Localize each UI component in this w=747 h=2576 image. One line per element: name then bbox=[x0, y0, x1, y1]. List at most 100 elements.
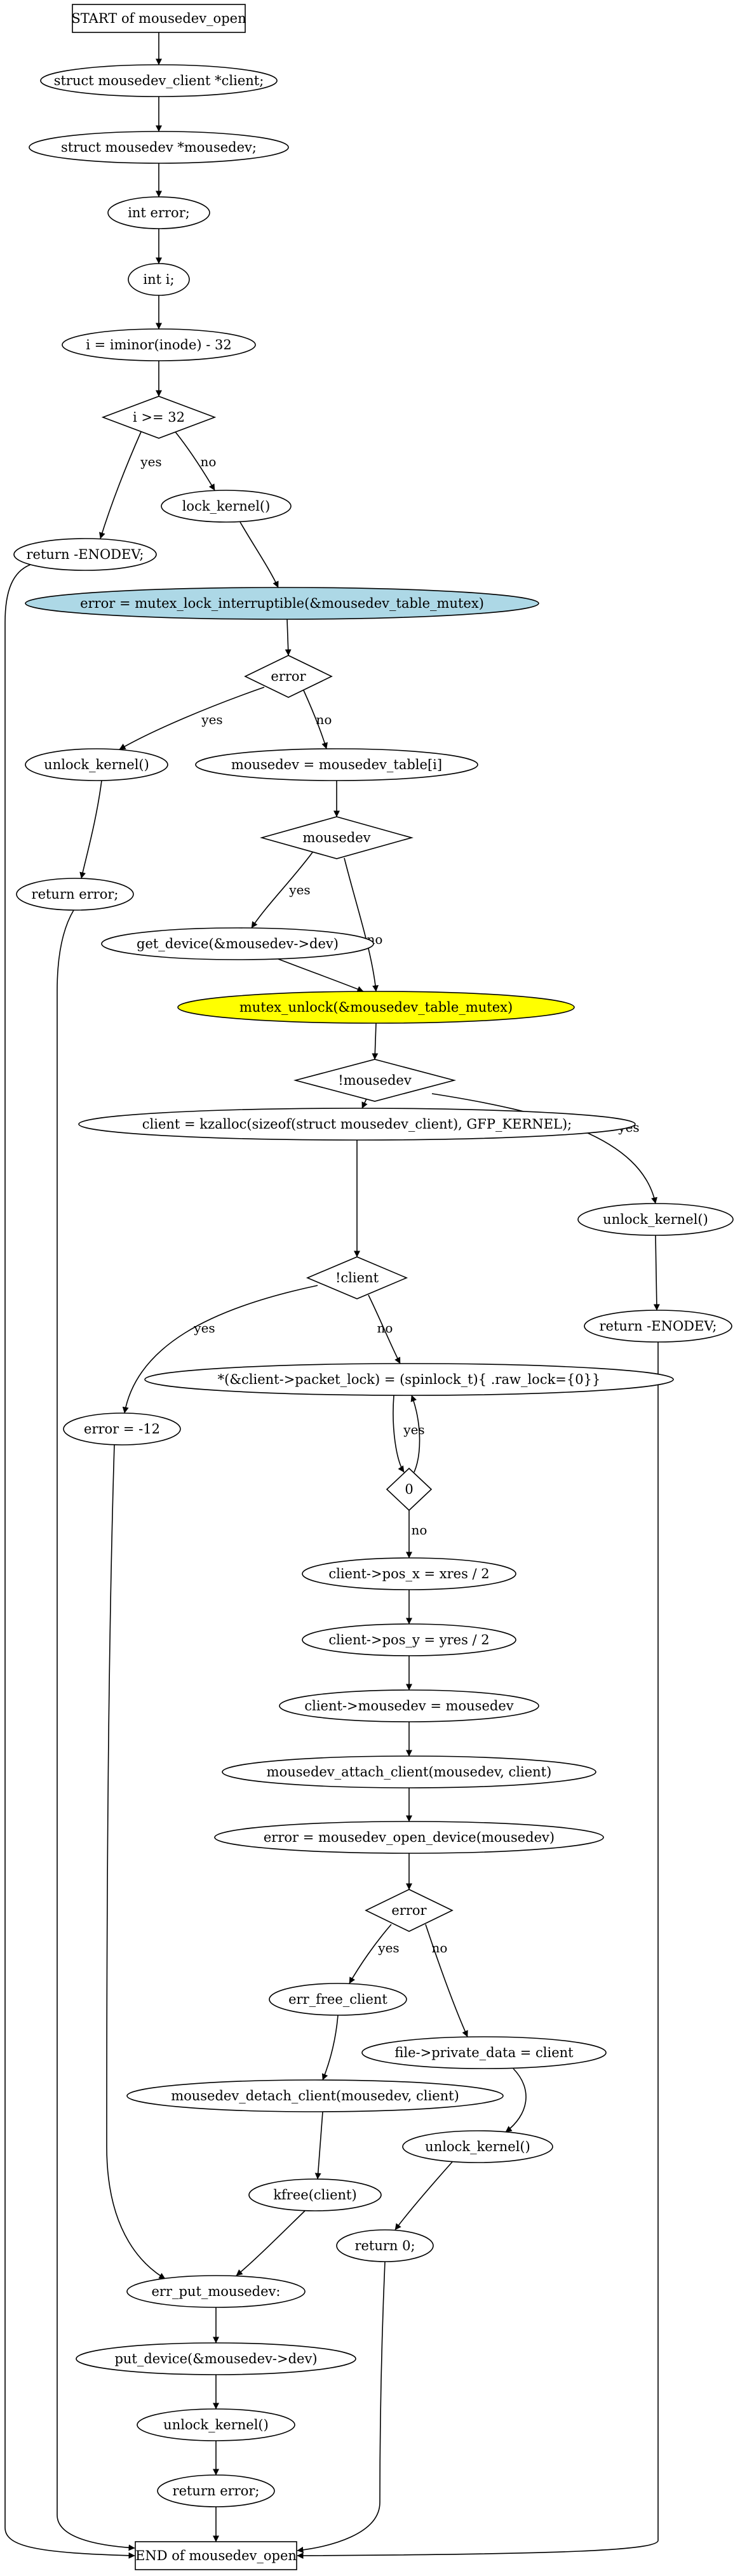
edge-return-enodev-2-to-end bbox=[297, 1342, 659, 2559]
edge-arrow bbox=[4, 564, 135, 2559]
edge-arrow bbox=[321, 2015, 339, 2081]
edge-arrow bbox=[368, 1294, 401, 1364]
decision-diamond-shape bbox=[386, 1467, 433, 1512]
statement-ellipse-shape bbox=[29, 131, 289, 164]
node-cond-not-client: !client bbox=[306, 1256, 408, 1299]
edge-mutex-lock-to-cond-error-1 bbox=[285, 619, 292, 656]
statement-ellipse-shape bbox=[302, 1557, 516, 1590]
node-unlock-kernel-1: unlock_kernel() bbox=[25, 748, 168, 781]
edge-arrow bbox=[57, 909, 135, 2551]
node-label: return -ENODEV; bbox=[600, 1318, 717, 1334]
statement-ellipse-shape bbox=[25, 587, 539, 620]
edge-arrow bbox=[239, 521, 279, 588]
edge-error-neg12-to-err-put-mousedev bbox=[106, 1444, 166, 2279]
node-err-put-mousedev: err_put_mousedev: bbox=[126, 2275, 306, 2308]
edge-cond-i-to-return-enodev-1: yes bbox=[99, 431, 162, 539]
statement-ellipse-shape bbox=[63, 1412, 181, 1446]
node-spinlock-init: *(&client->packet_lock) = (spinlock_t){ … bbox=[144, 1363, 674, 1396]
edge-label-yes: yes bbox=[140, 454, 161, 469]
statement-ellipse-shape bbox=[302, 1623, 516, 1656]
node-err-free-client: err_free_client bbox=[269, 1983, 407, 2016]
edge-label-yes: yes bbox=[403, 1422, 424, 1437]
edge-arrow bbox=[79, 780, 102, 879]
edge-arrow bbox=[122, 1285, 318, 1414]
node-end: END of mousedev_open bbox=[135, 2541, 297, 2570]
edge-arrow bbox=[393, 1395, 405, 1473]
statement-ellipse-shape bbox=[16, 878, 134, 911]
statement-ellipse-shape bbox=[76, 2342, 356, 2375]
box-node-shape bbox=[135, 2541, 297, 2570]
node-mutex-lock: error = mutex_lock_interruptible(&moused… bbox=[25, 587, 539, 620]
node-label: mousedev = mousedev_table[i] bbox=[231, 757, 442, 772]
node-assign-client-mousedev: client->mousedev = mousedev bbox=[279, 1689, 539, 1722]
edge-label-yes: yes bbox=[201, 712, 222, 727]
node-label: error = mousedev_open_device(mousedev) bbox=[264, 1830, 555, 1845]
statement-ellipse-shape bbox=[62, 328, 256, 361]
edge-spinlock-init-to-cond-zero bbox=[393, 1395, 405, 1473]
decision-diamond-shape bbox=[101, 396, 217, 439]
node-label: !client bbox=[335, 1270, 379, 1285]
node-label: kfree(client) bbox=[273, 2187, 356, 2203]
node-unlock-kernel-4: unlock_kernel() bbox=[137, 2408, 295, 2441]
statement-ellipse-shape bbox=[336, 2229, 434, 2262]
node-pos-x: client->pos_x = xres / 2 bbox=[302, 1557, 516, 1590]
node-label: error bbox=[391, 1903, 427, 1918]
edge-cond-not-client-to-spinlock-init: no bbox=[368, 1294, 401, 1364]
statement-ellipse-shape bbox=[222, 1755, 596, 1788]
statement-ellipse-shape bbox=[195, 748, 478, 781]
statement-ellipse-shape bbox=[361, 2036, 607, 2069]
node-detach-client: mousedev_detach_client(mousedev, client) bbox=[126, 2079, 504, 2112]
node-label: i = iminor(inode) - 32 bbox=[86, 337, 232, 352]
edge-label-yes: yes bbox=[193, 1320, 215, 1336]
edge-detach-client-to-kfree bbox=[314, 2111, 323, 2180]
edge-label-yes: yes bbox=[377, 1940, 399, 1955]
node-label: err_put_mousedev: bbox=[151, 2284, 280, 2299]
statement-ellipse-shape bbox=[128, 263, 190, 296]
node-lock-kernel-1: lock_kernel() bbox=[161, 490, 292, 523]
node-label: client = kzalloc(sizeof(struct mousedev_… bbox=[142, 1117, 572, 1132]
statement-ellipse-shape bbox=[40, 64, 278, 97]
edge-unlock-kernel-3-to-return-zero bbox=[394, 2161, 453, 2231]
statement-ellipse-shape bbox=[161, 490, 292, 523]
edge-arrow bbox=[505, 2068, 527, 2133]
node-label: return -ENODEV; bbox=[27, 547, 144, 562]
edge-arrow bbox=[349, 1924, 392, 1984]
node-label: mousedev_attach_client(mousedev, client) bbox=[267, 1764, 552, 1780]
node-label: return error; bbox=[173, 2483, 260, 2499]
edge-get-device-to-mutex-unlock bbox=[278, 958, 364, 993]
node-cond-zero: 0 bbox=[386, 1467, 433, 1512]
node-label: return error; bbox=[32, 887, 119, 902]
node-label: int i; bbox=[143, 272, 174, 287]
edge-arrow bbox=[99, 431, 142, 539]
edge-kfree-to-err-put-mousedev bbox=[236, 2210, 306, 2276]
edge-label-yes: yes bbox=[288, 882, 310, 897]
node-label: mousedev_detach_client(mousedev, client) bbox=[171, 2088, 459, 2103]
node-assign-mousedev: mousedev = mousedev_table[i] bbox=[195, 748, 478, 781]
node-label: mutex_unlock(&mousedev_table_mutex) bbox=[239, 1000, 513, 1015]
node-label: struct mousedev *mousedev; bbox=[61, 140, 257, 155]
node-get-device: get_device(&mousedev->dev) bbox=[101, 927, 374, 960]
node-decl-client: struct mousedev_client *client; bbox=[40, 64, 278, 97]
edge-cond-zero-to-pos-x: no bbox=[406, 1510, 427, 1559]
statement-ellipse-shape bbox=[269, 1983, 407, 2016]
edge-arrow bbox=[175, 431, 215, 491]
edge-arrow bbox=[394, 2161, 453, 2231]
node-label: mousedev bbox=[302, 830, 370, 845]
statement-ellipse-shape bbox=[279, 1689, 539, 1722]
node-return-error-1: return error; bbox=[16, 878, 134, 911]
node-pos-y: client->pos_y = yres / 2 bbox=[302, 1623, 516, 1656]
node-unlock-kernel-2: unlock_kernel() bbox=[577, 1203, 734, 1236]
edge-return-enodev-1-to-end bbox=[4, 564, 135, 2559]
node-label: error bbox=[271, 669, 306, 684]
edge-arrow bbox=[410, 1395, 421, 1473]
statement-ellipse-shape bbox=[214, 1821, 604, 1854]
node-label: error = mutex_lock_interruptible(&moused… bbox=[80, 596, 484, 611]
edge-arrow bbox=[119, 687, 265, 750]
edge-cond-zero-to-spinlock-init: yes bbox=[403, 1395, 425, 1473]
statement-ellipse-shape bbox=[157, 2474, 275, 2507]
edge-arrow bbox=[106, 1444, 166, 2279]
edge-arrow bbox=[425, 1924, 468, 2037]
edge-return-error-1-to-end bbox=[57, 909, 135, 2551]
edge-arrow bbox=[285, 619, 292, 656]
